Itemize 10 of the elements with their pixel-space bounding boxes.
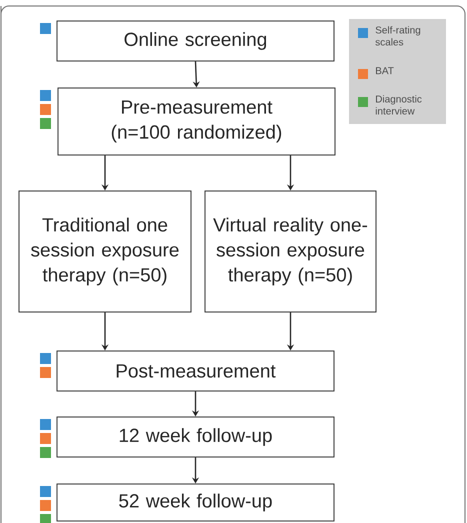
process-box: 12 week follow-up [56, 416, 334, 458]
process-box: Traditional one session exposure therapy (n=50) [18, 190, 192, 312]
legend-text: BAT [376, 67, 394, 74]
process-box: Virtual reality one-session exposure therapy (n=50) [204, 190, 376, 312]
process-box: Post-measurement [56, 350, 334, 392]
legend-text: Diagnostic interview [376, 95, 422, 115]
process-box: 52 week follow-up [56, 484, 334, 522]
process-box: Online screening [56, 20, 334, 62]
legend-text: Self-rating scales [375, 26, 420, 46]
process-box: Pre-measurement (n=100 randomized) [58, 88, 336, 156]
